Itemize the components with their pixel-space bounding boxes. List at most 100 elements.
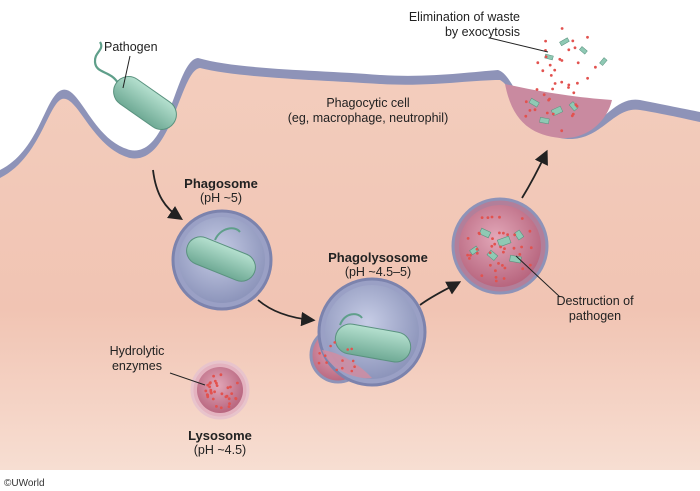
- enzyme-dot: [215, 384, 219, 387]
- enzyme-dot: [501, 264, 504, 267]
- label-hydrolytic: Hydrolytic enzymes: [92, 344, 182, 374]
- arrow-destruction-to-exocytosis: [521, 149, 548, 199]
- enzyme-dot: [560, 27, 564, 30]
- enzyme-dot: [208, 385, 212, 389]
- enzyme-dot: [215, 381, 218, 385]
- destruction-line2: pathogen: [568, 309, 622, 323]
- phagolysosome: [309, 277, 427, 387]
- enzyme-dot: [571, 112, 575, 116]
- enzyme-dot: [493, 242, 497, 246]
- label-pathogen: Pathogen: [104, 40, 158, 54]
- label-phagocytic-cell: Phagocytic cell (eg, macrophage, neutrop…: [268, 96, 468, 126]
- enzyme-dot: [206, 393, 210, 397]
- enzyme-dot: [574, 103, 578, 106]
- enzyme-dot: [228, 402, 231, 406]
- enzyme-dot: [548, 63, 552, 67]
- enzyme-dot: [215, 405, 218, 408]
- enzyme-dot: [323, 354, 327, 358]
- enzyme-dot: [499, 245, 502, 249]
- enzyme-dot: [325, 361, 328, 364]
- enzyme-dot: [329, 344, 332, 348]
- lysosome-ph: (pH ~4.5): [193, 443, 247, 457]
- enzyme-dot: [494, 269, 497, 273]
- enzyme-dot: [350, 369, 354, 373]
- enzyme-dot: [551, 112, 555, 116]
- enzyme-dot: [234, 397, 238, 401]
- enzyme-dot: [212, 374, 216, 378]
- elimination-line2: by exocytosis: [444, 25, 520, 39]
- enzyme-dot: [220, 392, 224, 396]
- enzyme-dot: [520, 245, 523, 249]
- enzyme-dot: [498, 215, 501, 219]
- enzyme-dot: [230, 392, 234, 395]
- destruction-line1: Destruction of: [556, 294, 634, 308]
- elimination-line1: Elimination of waste: [408, 10, 520, 24]
- arrow-phagosome-to-phagolysosome: [257, 299, 316, 327]
- enzyme-dot: [548, 97, 551, 101]
- enzyme-dot: [524, 100, 528, 104]
- leader-destruction: [515, 255, 561, 298]
- enzyme-dot: [475, 247, 479, 251]
- arrow-phagolysosome-to-destruction: [419, 281, 462, 306]
- enzyme-dot: [350, 347, 354, 351]
- enzyme-dot: [213, 379, 217, 383]
- enzyme-dot: [469, 253, 472, 257]
- enzyme-dot: [346, 348, 350, 351]
- enzyme-dot: [502, 231, 505, 235]
- enzyme-dot: [544, 55, 548, 59]
- enzyme-dot: [512, 246, 516, 250]
- enzyme-dot: [528, 263, 532, 267]
- phagolysosome-name: Phagolysosome: [328, 250, 428, 265]
- enzyme-dot: [558, 57, 562, 61]
- enzyme-dot: [576, 81, 579, 85]
- enzyme-dot: [318, 352, 321, 355]
- enzyme-dot: [341, 366, 344, 370]
- enzyme-dot: [335, 368, 339, 372]
- enzyme-dot: [317, 361, 321, 365]
- cell-subtitle: (eg, macrophage, neutrophil): [287, 111, 449, 125]
- enzyme-dot: [560, 129, 564, 133]
- enzyme-dot: [490, 244, 494, 248]
- enzyme-dot: [521, 267, 525, 271]
- phagosome-ph: (pH ~5): [199, 191, 243, 205]
- enzyme-dot: [497, 262, 500, 265]
- enzyme-dot: [536, 61, 540, 65]
- enzyme-dot: [475, 251, 479, 255]
- cytoplasm: [0, 68, 700, 470]
- enzyme-dot: [567, 86, 570, 89]
- enzyme-dot: [520, 217, 524, 220]
- enzyme-dot: [586, 35, 589, 39]
- enzyme-dot: [541, 69, 545, 73]
- cell-title: Phagocytic cell: [326, 96, 410, 110]
- enzyme-dot: [503, 266, 507, 270]
- lysosome: [190, 360, 250, 420]
- enzyme-dots: [204, 27, 597, 410]
- enzyme-dot: [491, 237, 494, 241]
- label-phagolysosome: Phagolysosome (pH ~4.5–5): [313, 250, 443, 280]
- leader-hydrolytic: [169, 372, 206, 386]
- enzyme-dot: [524, 114, 528, 118]
- enzyme-dot: [502, 277, 506, 280]
- enzyme-dot: [506, 233, 509, 237]
- enzyme-dot: [211, 397, 215, 401]
- enzyme-dot: [494, 279, 498, 283]
- enzyme-dot: [341, 359, 344, 362]
- enzyme-dot: [351, 359, 355, 363]
- enzyme-dot: [213, 390, 217, 394]
- enzyme-dot: [480, 274, 484, 277]
- enzyme-dot: [572, 91, 576, 95]
- enzyme-dot: [528, 229, 532, 233]
- enzyme-dot: [204, 389, 208, 393]
- enzyme-dot: [494, 275, 498, 279]
- entering-pathogen: [93, 41, 177, 130]
- leader-elimination: [489, 37, 549, 53]
- enzyme-dot: [219, 406, 223, 410]
- hydrolytic-line2: enzymes: [111, 359, 163, 373]
- enzyme-dot: [488, 251, 492, 255]
- lysosome-name: Lysosome: [188, 428, 252, 443]
- enzyme-dot: [533, 108, 537, 112]
- enzyme-dot: [477, 231, 481, 235]
- enzyme-dot: [219, 373, 223, 377]
- arrow-pathogen-to-phagosome: [152, 169, 183, 220]
